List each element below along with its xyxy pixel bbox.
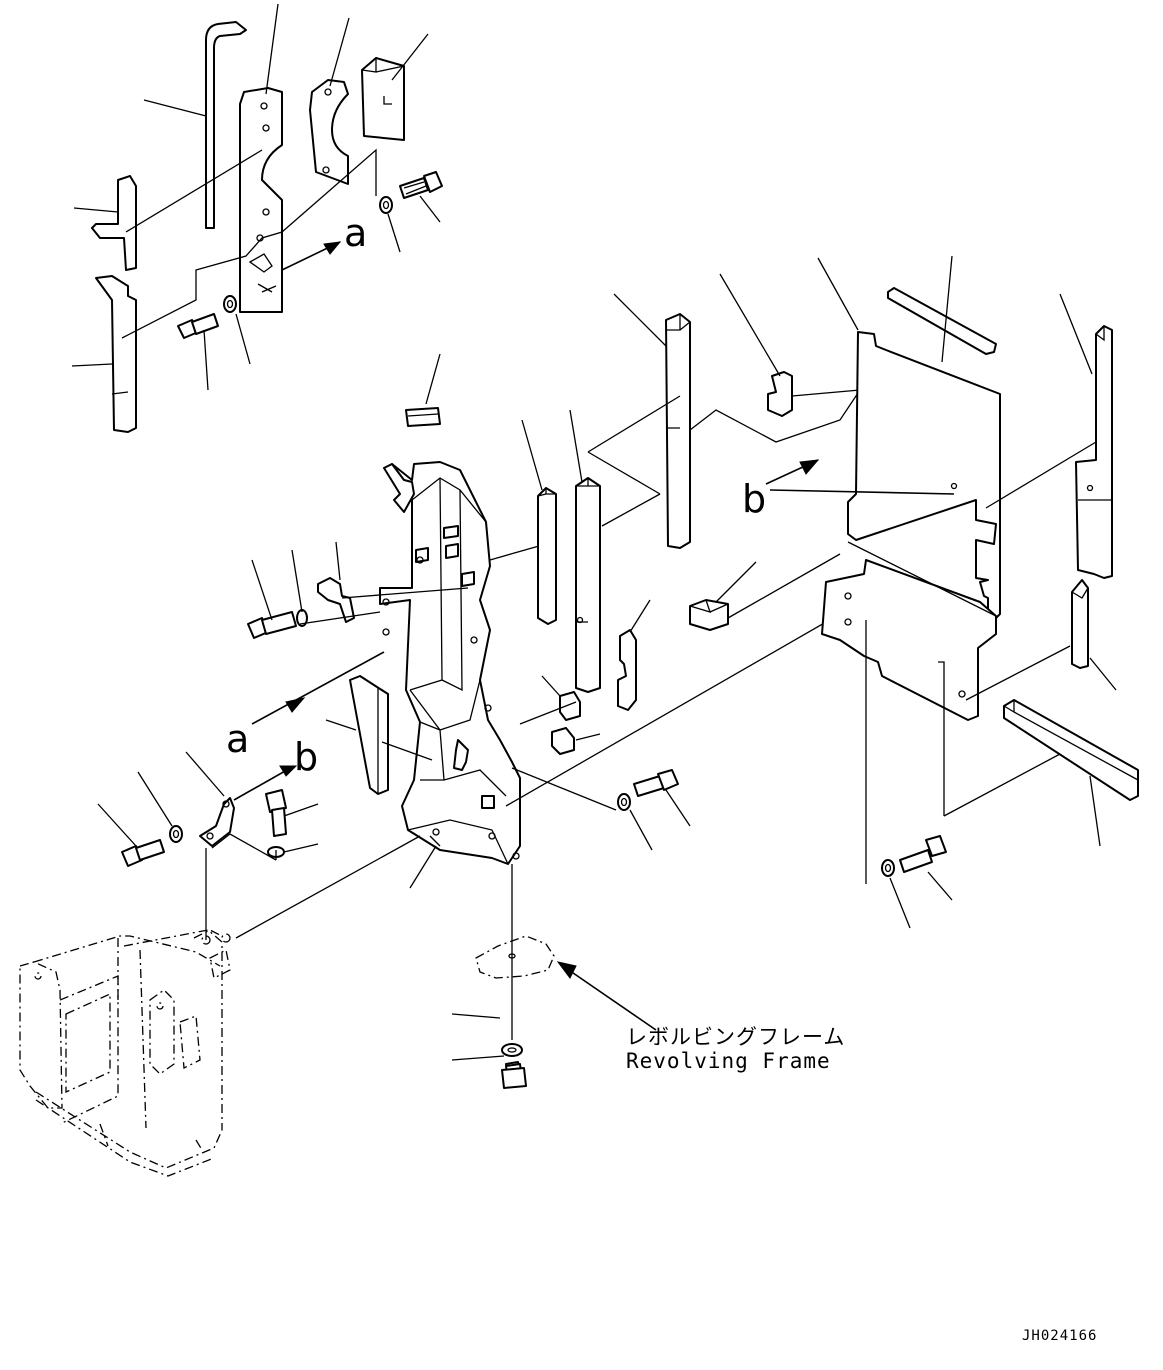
top-left-leaders [71,3,441,391]
left-strip [91,175,137,271]
drawing-code: JH024166 [1022,1328,1097,1344]
callout-b-left: b [294,735,318,779]
frame-label-japanese: レボルビングフレーム [626,1025,845,1049]
central-leaders [97,353,691,1061]
cube-block-2 [551,727,575,755]
small-foam-block [689,599,729,631]
washer-left [223,295,237,313]
lower-panel [821,559,997,721]
callout-a-top: a [344,211,367,255]
middle-leaders [505,273,862,807]
cube-block-1 [559,691,581,721]
top-left-parts [91,21,443,433]
column-top-bracket [383,463,415,513]
arrow-b-left: b [233,735,318,801]
arrow-a-mid: a [226,651,385,761]
washer-right [881,859,895,877]
arrow-b-right: b [742,459,955,521]
washer-top [379,196,393,214]
callout-b-right: b [742,477,766,521]
right-strip [1075,325,1113,579]
long-bar [1003,699,1139,801]
bolt-left [177,313,219,339]
frame-arrow [556,961,657,1031]
washer-center-right [617,793,631,811]
small-strip [1071,579,1089,669]
foam-strips [537,313,793,711]
foam-strip-1 [537,487,557,625]
main-panel [847,331,1001,619]
revolving-frame-ghost [19,929,231,1177]
bent-rod [205,21,247,229]
bolt-vertical [265,789,287,813]
central-fasteners [121,609,679,1089]
callout-a-mid: a [226,717,249,761]
top-block [405,407,441,427]
central-column [317,407,581,865]
right-panel [821,287,1139,877]
frame-label-english: Revolving Frame [626,1049,831,1073]
frame-mount-pad [475,935,555,979]
washer-front-a [169,825,183,843]
bolt-top [399,171,443,199]
l-block [767,371,793,417]
bolt-right [899,849,933,873]
foam-strip-3 [665,313,691,549]
shaped-plate [309,79,349,185]
column-body [379,461,521,865]
washer-bottom [501,1043,523,1057]
wedge-foam [349,675,389,795]
small-bracket [317,577,355,623]
right-leaders [817,255,1117,929]
lower-strip [95,275,137,433]
l-foam [617,629,637,711]
foam-strip-2 [575,477,601,693]
flat-bar-top [887,287,997,355]
bracket-plate [239,87,283,313]
arrow-a-top: a [281,211,367,271]
